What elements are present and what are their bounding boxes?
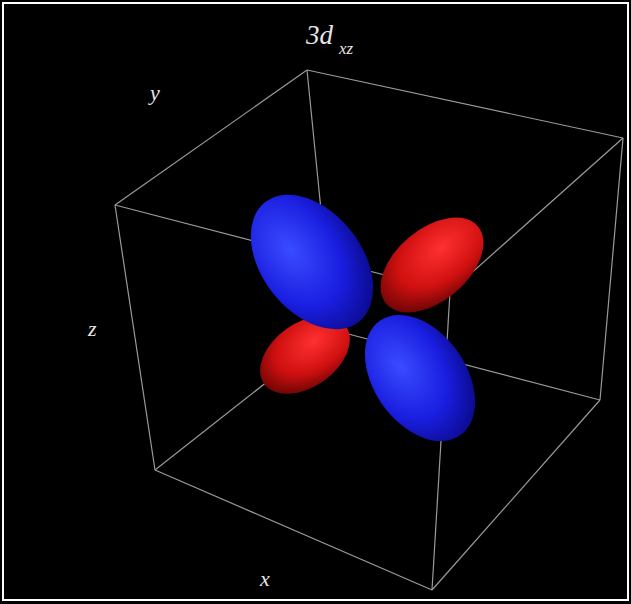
blue-lobe xyxy=(342,294,498,461)
orbital-title: 3d xyxy=(306,22,333,49)
axis-label: z xyxy=(88,318,97,340)
axis-label: y xyxy=(150,82,160,104)
red-lobe xyxy=(363,199,501,331)
title-subscript: xz xyxy=(339,40,353,57)
outer-frame xyxy=(3,3,628,600)
orbital-lobes xyxy=(226,171,501,461)
blue-lobe xyxy=(226,171,398,352)
axis-label: x xyxy=(260,568,270,590)
cube-box xyxy=(115,70,623,590)
